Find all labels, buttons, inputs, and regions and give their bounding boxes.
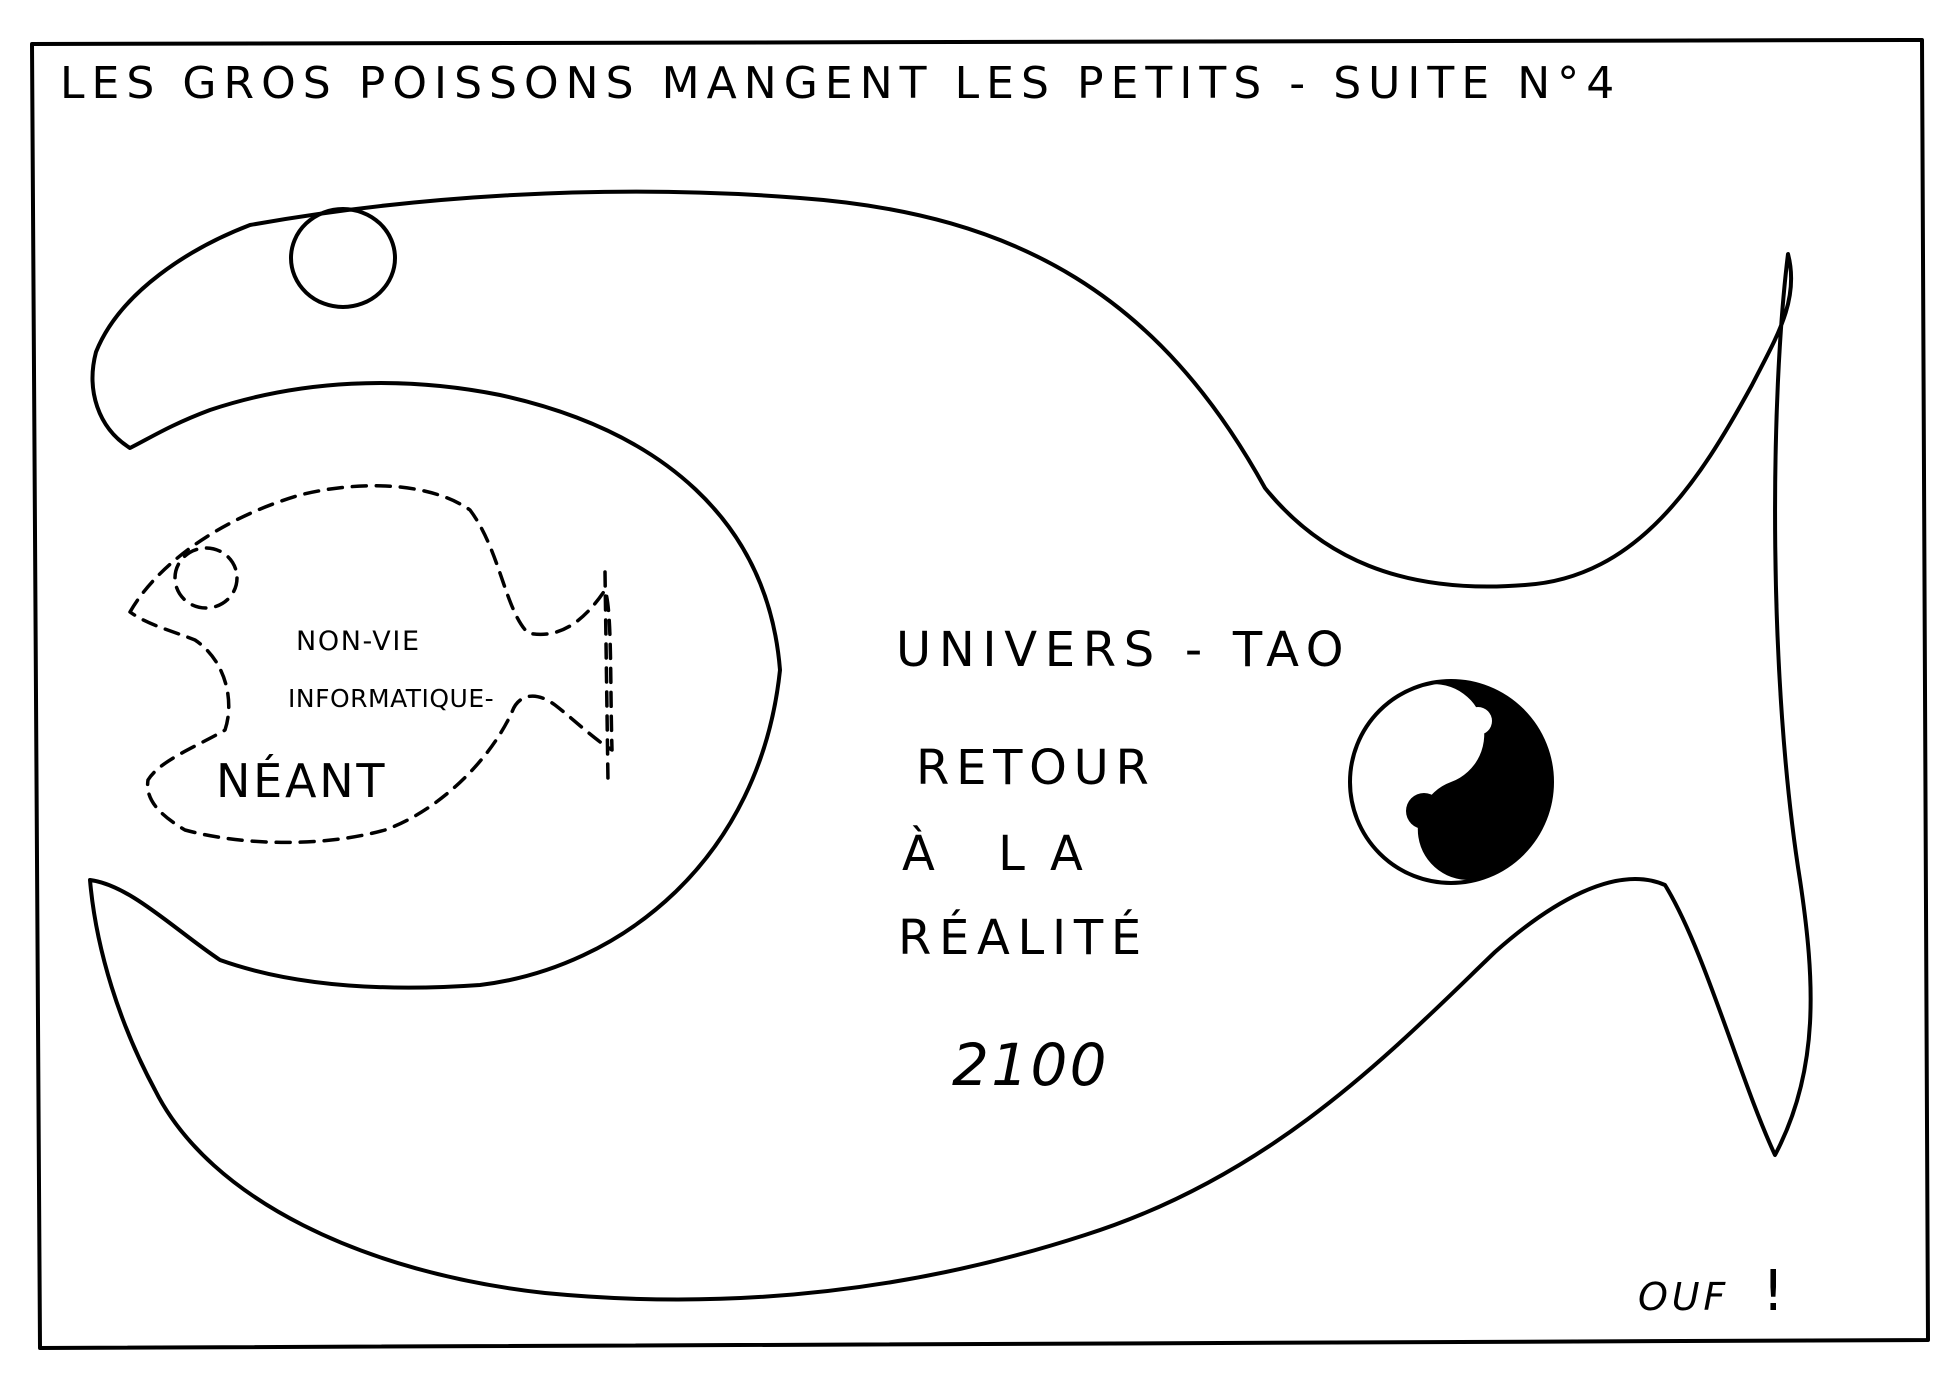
yin-yang-icon <box>1348 679 1554 885</box>
big-fish-outline <box>88 189 1813 1302</box>
small-fish-outline <box>128 484 614 845</box>
footer-exclamation: ! <box>1762 1259 1795 1324</box>
big-fish-label-a-la: À LA <box>902 826 1107 882</box>
big-fish-eye-icon <box>289 207 397 309</box>
small-fish-tail <box>603 570 610 784</box>
small-fish-label-neant: NÉANT <box>216 754 388 808</box>
big-fish-label-realite: RÉALITÉ <box>898 910 1149 966</box>
small-fish-eye-icon <box>173 546 239 610</box>
small-fish-label-informatique: INFORMATIQUE- <box>288 684 495 713</box>
big-fish-label-retour: RETOUR <box>916 740 1156 796</box>
big-fish-label-univers-tao: UNIVERS - TAO <box>896 622 1352 678</box>
footer-ouf: OUF <box>1638 1275 1729 1319</box>
small-fish-label-non-vie: NON-VIE <box>296 626 421 657</box>
big-fish-label-year: 2100 <box>952 1031 1109 1099</box>
frame-border <box>30 38 1930 1350</box>
page-title: LES GROS POISSONS MANGENT LES PETITS - S… <box>60 58 1622 109</box>
